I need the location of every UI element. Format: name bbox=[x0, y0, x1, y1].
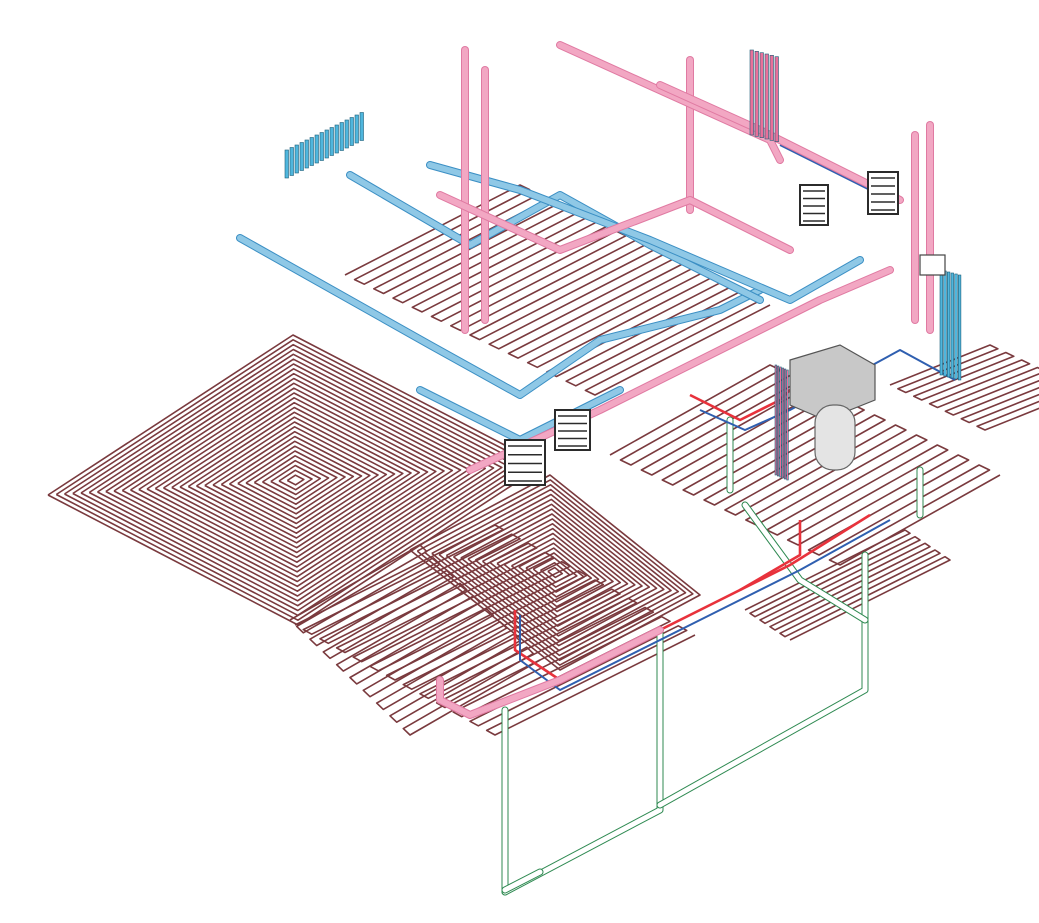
floor-loop-lower-extra bbox=[294, 524, 696, 736]
return-main-left bbox=[237, 235, 763, 398]
floor-loop-upper bbox=[344, 184, 771, 396]
blue-line-2 bbox=[699, 349, 956, 431]
floor-loop-right-lower bbox=[744, 529, 951, 641]
return-pipe-layer bbox=[236, 161, 864, 444]
floor-loop-far-right bbox=[889, 344, 1039, 431]
manifold-center-1 bbox=[504, 439, 546, 486]
supply-top-run bbox=[557, 42, 783, 163]
boiler-body bbox=[789, 344, 876, 421]
radiator-top-right-fin bbox=[754, 50, 759, 137]
radiator-top-left-fin bbox=[289, 147, 294, 176]
radiator-top-left-fin bbox=[324, 129, 329, 159]
radiator-top-left-fin bbox=[284, 149, 289, 179]
drain-foot bbox=[502, 869, 543, 893]
manifold-center-2 bbox=[554, 409, 591, 451]
supply-upper bbox=[437, 192, 793, 253]
radiator-right-blue-fin bbox=[943, 270, 947, 377]
radiator-top-left bbox=[284, 112, 364, 179]
radiator-top-left-fin bbox=[299, 142, 304, 171]
manifold-upper-right-2 bbox=[867, 171, 899, 215]
radiator-right-pink-fin bbox=[779, 366, 782, 478]
drain-mid bbox=[502, 627, 663, 895]
control-box bbox=[919, 254, 946, 276]
radiator-top-left-fin bbox=[329, 127, 334, 156]
radiator-top-left-fin bbox=[344, 119, 349, 149]
return-mid bbox=[347, 172, 763, 303]
radiator-top-left-fin bbox=[334, 124, 339, 154]
floor-loop-right-middle bbox=[609, 364, 1001, 566]
red-line-3 bbox=[739, 520, 802, 592]
drain-branch-1 bbox=[742, 502, 868, 623]
radiator-right-blue-fin bbox=[954, 273, 958, 380]
radiator-top-left-fin bbox=[359, 112, 364, 141]
radiator-right-pink-fin bbox=[781, 367, 784, 479]
radiator-right-pink-fin bbox=[786, 369, 789, 481]
supply-lower bbox=[437, 627, 663, 718]
return-upper bbox=[427, 162, 863, 303]
manifold-upper-right bbox=[799, 184, 829, 226]
radiator-top-left-fin bbox=[354, 114, 359, 144]
manifold-upper-right-2-frame bbox=[867, 171, 899, 215]
radiator-right-pink bbox=[774, 364, 789, 481]
radiator-right-pink-fin bbox=[776, 365, 780, 477]
radiator-right-blue-fin bbox=[957, 274, 962, 381]
radiator-top-left-fin bbox=[294, 144, 299, 174]
manifold-center-1-frame bbox=[504, 439, 546, 486]
radiator-top-right-fin bbox=[764, 53, 769, 140]
supply-top-run-2 bbox=[657, 82, 903, 203]
floor-loop-lower-middle bbox=[409, 474, 701, 671]
radiator-top-left-fin bbox=[349, 117, 354, 146]
equipment-layer bbox=[284, 49, 962, 486]
radiator-top-left-fin bbox=[319, 132, 324, 161]
drain-right bbox=[657, 552, 868, 808]
radiator-top-left-fin bbox=[314, 134, 319, 164]
radiator-right-blue-fin bbox=[946, 271, 951, 378]
boiler-tank bbox=[814, 404, 856, 471]
radiator-top-left-fin bbox=[309, 137, 314, 166]
radiator-top-right-fin bbox=[749, 49, 754, 136]
radiator-top-left-fin bbox=[304, 139, 309, 169]
blue-line-1 bbox=[519, 519, 891, 691]
radiator-right-blue-fin bbox=[939, 269, 943, 376]
radiator-right-pink-fin bbox=[774, 364, 777, 476]
radiator-top-right-fin bbox=[769, 54, 774, 141]
radiator-top-left-fin bbox=[339, 122, 344, 151]
radiator-right-blue-fin bbox=[950, 272, 954, 379]
radiator-right-blue bbox=[939, 269, 962, 381]
radiator-top-right bbox=[749, 49, 779, 143]
supply-pipe-layer bbox=[436, 41, 934, 719]
floor-heating-layer bbox=[47, 184, 1039, 736]
floor-loop-lower-left bbox=[289, 544, 541, 736]
radiator-right-pink-fin bbox=[783, 368, 787, 480]
boiler bbox=[789, 254, 946, 471]
radiator-top-right-fin bbox=[759, 52, 764, 139]
drain-pipe-layer bbox=[501, 416, 924, 896]
radiator-top-right-fin bbox=[774, 56, 779, 143]
